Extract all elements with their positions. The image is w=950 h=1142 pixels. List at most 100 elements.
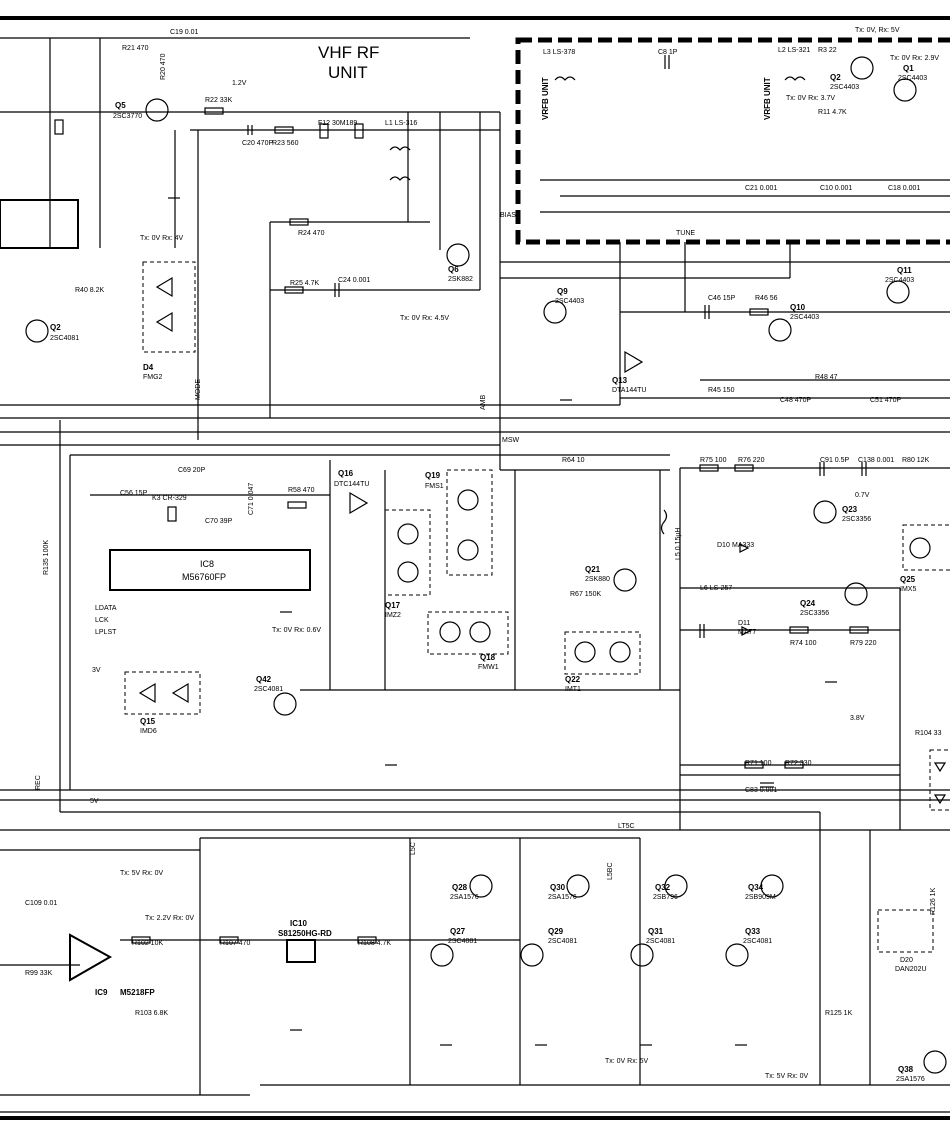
q21-symbol bbox=[613, 568, 637, 592]
r67-label: R67 150K bbox=[570, 591, 601, 598]
ground-symbols bbox=[168, 197, 837, 1046]
r25-label: R25 4.7K bbox=[290, 280, 320, 287]
q24-ref: Q24 bbox=[800, 599, 816, 608]
ic8-ref: IC8 bbox=[200, 559, 214, 569]
resistor bbox=[274, 126, 294, 134]
q23-part: 2SC3356 bbox=[842, 516, 871, 523]
lower-tx-rx-label: Tx: 0V Rx: 5V bbox=[605, 1058, 649, 1065]
q10-part: 2SC4403 bbox=[790, 314, 819, 321]
q22-transistor-b bbox=[609, 641, 631, 663]
v3-label: 3V bbox=[92, 667, 101, 674]
rec-label: REC bbox=[35, 775, 42, 790]
q19-package bbox=[446, 469, 493, 576]
l1-label: L1 LS-316 bbox=[385, 120, 417, 127]
r40-label: R40 8.2K bbox=[75, 287, 105, 294]
vrfb-unit-box bbox=[515, 37, 950, 245]
c24-label: C24 0.001 bbox=[338, 277, 370, 284]
q23-ref: Q23 bbox=[842, 505, 858, 514]
q16-ref: Q16 bbox=[338, 469, 354, 478]
q27-ref: Q27 bbox=[450, 927, 466, 936]
q5-part: 2SC3770 bbox=[113, 113, 142, 120]
r126-label: R126 1K bbox=[930, 887, 937, 915]
lpllst-label: LPLST bbox=[95, 629, 117, 636]
resistor bbox=[789, 626, 809, 634]
q34-symbol bbox=[760, 874, 784, 898]
q5-symbol bbox=[145, 98, 169, 122]
r24-label: R24 470 bbox=[298, 230, 325, 237]
r99-label: R99 33K bbox=[25, 970, 53, 977]
q30-part: 2SA1576 bbox=[548, 894, 577, 901]
l5-label: L5 0.15µH bbox=[675, 528, 682, 560]
q1-part: 2SC4403 bbox=[898, 75, 927, 82]
c70-label: C70 39P bbox=[205, 518, 233, 525]
diode-icon bbox=[933, 794, 947, 805]
ic9-opamp bbox=[69, 933, 113, 982]
q6-part: 2SK882 bbox=[448, 276, 473, 283]
q2-ref: Q2 bbox=[830, 73, 841, 82]
lck-label: LCK bbox=[95, 617, 109, 624]
q29-part: 2SC4081 bbox=[548, 938, 577, 945]
vrfb-unit-label-left: VRFB UNIT bbox=[541, 77, 550, 120]
resistor bbox=[699, 464, 719, 472]
q1-symbol bbox=[893, 78, 917, 102]
d20-package bbox=[877, 909, 934, 953]
q11-symbol bbox=[886, 280, 910, 304]
l3-label: L3 LS-378 bbox=[543, 49, 575, 56]
c51-label: C51 470P bbox=[870, 397, 901, 404]
r23-label: R23 560 bbox=[272, 140, 299, 147]
left-tx-rx-label: Tx: 0V Rx: 4V bbox=[140, 235, 184, 242]
q9-symbol bbox=[543, 300, 567, 324]
r76-label: R76 220 bbox=[738, 457, 765, 464]
q17-part: IMZ2 bbox=[385, 612, 401, 619]
q13-symbol bbox=[624, 350, 644, 374]
q2-part: 2SC4403 bbox=[830, 84, 859, 91]
c46-label: C46 15P bbox=[708, 295, 736, 302]
resistor bbox=[744, 761, 764, 769]
c91-label: C91 0.5P bbox=[820, 457, 850, 464]
l5c-label: L5C bbox=[410, 842, 417, 855]
diode-icon bbox=[933, 762, 947, 773]
q2-tx-rx-label: Tx: 0V Rx: 3.7V bbox=[786, 95, 835, 102]
q9-ref: Q9 bbox=[557, 287, 568, 296]
q15-buffer-a bbox=[138, 682, 156, 704]
q18-transistor-a bbox=[439, 621, 461, 643]
tune-label: TUNE bbox=[676, 230, 695, 237]
r79-label: R79 220 bbox=[850, 640, 877, 647]
d4-ref: D4 bbox=[143, 363, 154, 372]
q10-symbol bbox=[768, 318, 792, 342]
inductor bbox=[389, 146, 411, 151]
l6-label: L6 LS-257 bbox=[700, 585, 732, 592]
msw-label: MSW bbox=[502, 437, 520, 444]
r64-label: R64 10 bbox=[562, 457, 585, 464]
q28-symbol bbox=[469, 874, 493, 898]
d20-ref: D20 bbox=[900, 957, 913, 964]
q22-part: IMT1 bbox=[565, 686, 581, 693]
ic9-ref: IC9 bbox=[95, 988, 108, 997]
q29-symbol bbox=[520, 943, 544, 967]
c8-label: C8 1P bbox=[658, 49, 678, 56]
r135-label: R135 100K bbox=[43, 540, 50, 575]
resistor bbox=[131, 936, 151, 944]
c83-label: C83 0.001 bbox=[745, 787, 777, 794]
q42-ref: Q42 bbox=[256, 675, 272, 684]
r46-label: R46 56 bbox=[755, 295, 778, 302]
q33-part: 2SC4081 bbox=[743, 938, 772, 945]
lcd-module-outline bbox=[0, 199, 79, 249]
v07-label: 0.7V bbox=[855, 492, 870, 499]
l2-label: L2 LS-321 bbox=[778, 47, 810, 54]
inductor bbox=[784, 76, 806, 81]
crystal bbox=[54, 119, 64, 135]
q30-ref: Q30 bbox=[550, 883, 566, 892]
q34-part: 2SB909M bbox=[745, 894, 776, 901]
resistor bbox=[784, 761, 804, 769]
q31-ref: Q31 bbox=[648, 927, 664, 936]
r75-label: R75 100 bbox=[700, 457, 727, 464]
r104-label: R104 33 bbox=[915, 730, 942, 737]
ic8-part: M56760FP bbox=[182, 572, 226, 582]
r45-label: R45 150 bbox=[708, 387, 735, 394]
q38-ref: Q38 bbox=[898, 1065, 914, 1074]
q18-transistor-b bbox=[469, 621, 491, 643]
resistor bbox=[289, 218, 309, 226]
q24-part: 2SC3356 bbox=[800, 610, 829, 617]
